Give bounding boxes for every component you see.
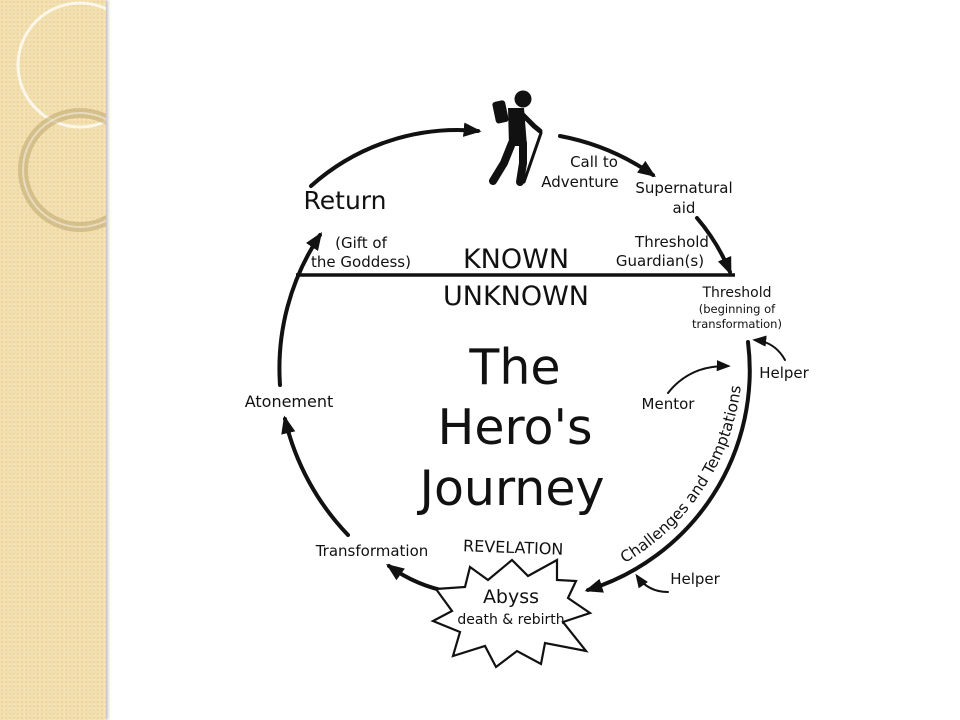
arrow-helper-top: [752, 335, 786, 361]
title-journey: Journey: [417, 460, 605, 517]
label-supernatural-line2: aid: [673, 199, 696, 217]
label-helper-top: Helper: [759, 364, 809, 382]
decorative-side-panel: [0, 0, 106, 720]
decorative-rings: [16, 1, 106, 232]
label-abyss-sub: death & rebirth: [457, 612, 564, 628]
arrow-atonement-to-return: [277, 232, 323, 387]
arrow-mentor: [667, 360, 731, 394]
label-return: Return: [304, 186, 387, 215]
arrow-return-to-top: [309, 122, 482, 188]
label-threshold: Threshold: [702, 285, 772, 301]
label-gift-line2: the Goddess): [311, 253, 411, 271]
label-unknown: UNKNOWN: [443, 281, 589, 312]
title-the: The: [468, 339, 560, 396]
label-guardian-line2: Guardian(s): [616, 252, 704, 270]
label-threshold-sub1: (beginning of: [699, 302, 776, 316]
label-call-line2: Adventure: [541, 173, 619, 191]
title-heros: Hero's: [437, 399, 592, 456]
arrow-call-to-aid: [558, 134, 656, 178]
label-revelation: REVELATION: [463, 536, 564, 558]
arrow-aid-to-threshold: [695, 216, 732, 276]
arrow-transformation-to-atonement: [281, 415, 350, 537]
label-guardian-line1: Threshold: [634, 233, 709, 251]
label-atonement: Atonement: [245, 392, 334, 411]
label-supernatural-line1: Supernatural: [635, 179, 732, 197]
arrow-helper-bottom: [635, 573, 669, 593]
arrow-challenges: [584, 340, 752, 593]
label-known: KNOWN: [463, 244, 569, 275]
label-transformation: Transformation: [315, 542, 429, 560]
hiker-icon: [489, 90, 543, 186]
label-gift-line1: (Gift of: [335, 234, 387, 252]
abyss-starburst: [430, 558, 593, 669]
label-helper-bottom: Helper: [670, 570, 720, 588]
label-threshold-sub2: transformation): [692, 317, 782, 331]
label-abyss: Abyss: [483, 586, 539, 608]
label-mentor: Mentor: [642, 395, 696, 413]
label-call-line1: Call to: [570, 153, 618, 171]
